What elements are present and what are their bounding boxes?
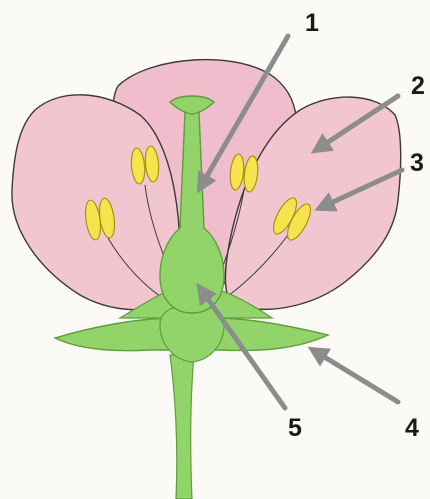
- label-1: 1: [305, 9, 319, 37]
- label-3: 3: [410, 149, 424, 177]
- label-5: 5: [288, 414, 302, 442]
- label-2: 2: [411, 72, 425, 100]
- label-4: 4: [405, 414, 419, 442]
